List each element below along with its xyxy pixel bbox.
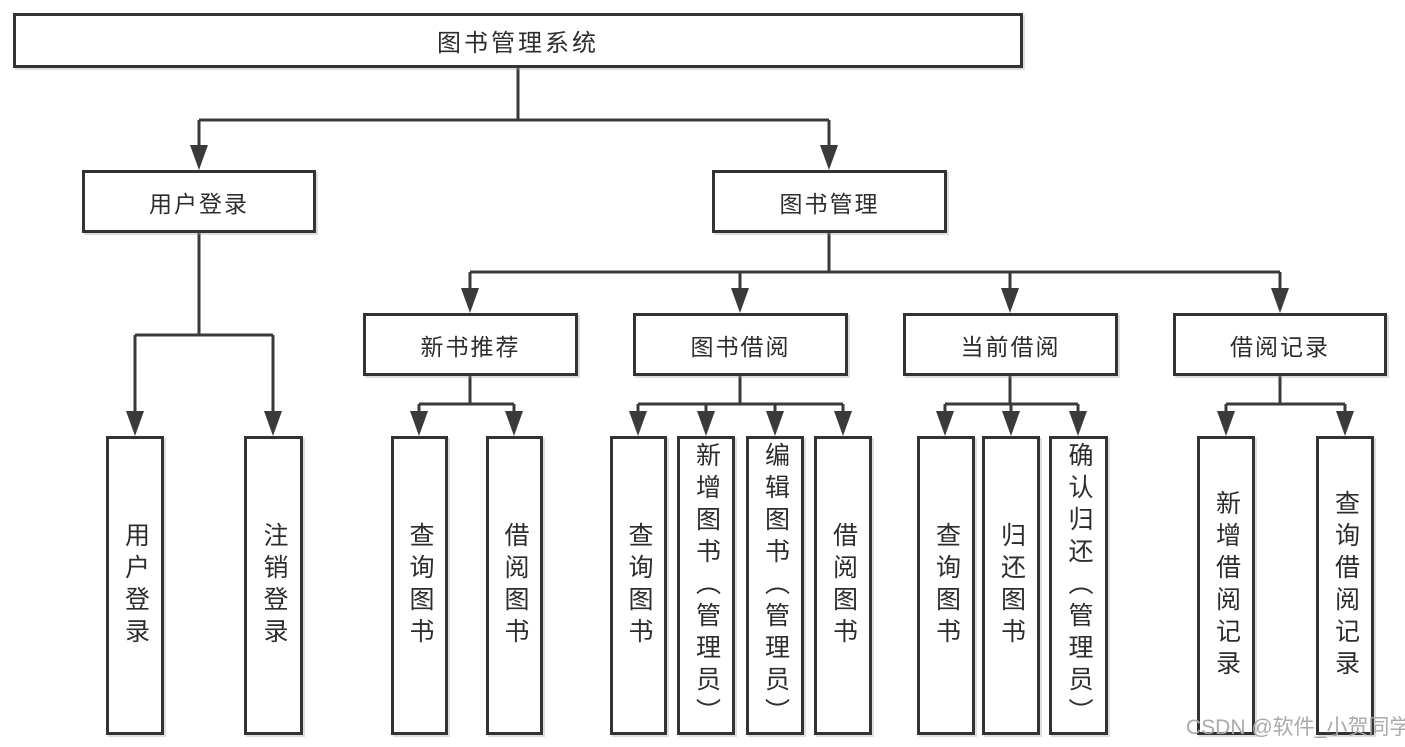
node-label: 借阅图书	[829, 521, 858, 650]
node-label: 查询图书	[932, 521, 961, 650]
leaf-logout: 注销登录	[244, 436, 303, 735]
node-label: 图书借阅	[690, 333, 791, 360]
watermark: CSDN @软件_小贺同学	[1186, 716, 1405, 739]
leaf-borrow-books-recommend: 借阅图书	[486, 436, 543, 735]
node-library-system: 图书管理系统	[13, 13, 1023, 68]
node-label: 新增借阅记录	[1212, 489, 1241, 682]
node-label: 新书推荐	[420, 333, 521, 360]
leaf-query-books-recommend: 查询图书	[391, 436, 448, 735]
leaf-return-books: 归还图书	[982, 436, 1040, 735]
node-label: 借阅图书	[501, 521, 529, 650]
node-borrowing-records: 借阅记录	[1173, 313, 1387, 376]
node-label: 新增图书（管理员）	[692, 441, 721, 730]
node-book-management: 图书管理	[712, 170, 947, 233]
node-label: 查询借阅记录	[1331, 489, 1360, 682]
leaf-edit-books-admin: 编辑图书（管理员）	[746, 436, 804, 735]
leaf-add-books-admin: 新增图书（管理员）	[677, 436, 735, 735]
node-label: 用户登录	[149, 190, 249, 217]
node-label: 图书管理系统	[437, 30, 599, 57]
leaf-query-books-borrowing: 查询图书	[610, 436, 667, 735]
node-label: 用户登录	[121, 521, 150, 650]
leaf-query-books-current: 查询图书	[917, 436, 975, 735]
node-label: 借阅记录	[1230, 333, 1330, 360]
leaf-borrow-books-borrowing: 借阅图书	[814, 436, 872, 735]
node-book-borrowing: 图书借阅	[633, 313, 848, 376]
node-label: 确认归还（管理员）	[1065, 441, 1093, 730]
node-current-borrowing: 当前借阅	[903, 313, 1118, 376]
node-user-login: 用户登录	[82, 170, 316, 233]
leaf-add-borrow-record: 新增借阅记录	[1197, 436, 1255, 735]
node-label: 注销登录	[260, 521, 288, 650]
node-label: 查询图书	[625, 521, 653, 650]
node-label: 编辑图书（管理员）	[761, 441, 790, 730]
node-label: 当前借阅	[960, 333, 1061, 360]
node-label: 归还图书	[997, 521, 1026, 650]
leaf-user-login: 用户登录	[106, 436, 164, 735]
leaf-confirm-return-admin: 确认归还（管理员）	[1049, 436, 1108, 735]
leaf-query-borrow-record: 查询借阅记录	[1316, 436, 1374, 735]
node-label: 查询图书	[406, 521, 434, 650]
node-label: 图书管理	[779, 190, 880, 217]
node-new-book-recommendation: 新书推荐	[363, 313, 578, 376]
